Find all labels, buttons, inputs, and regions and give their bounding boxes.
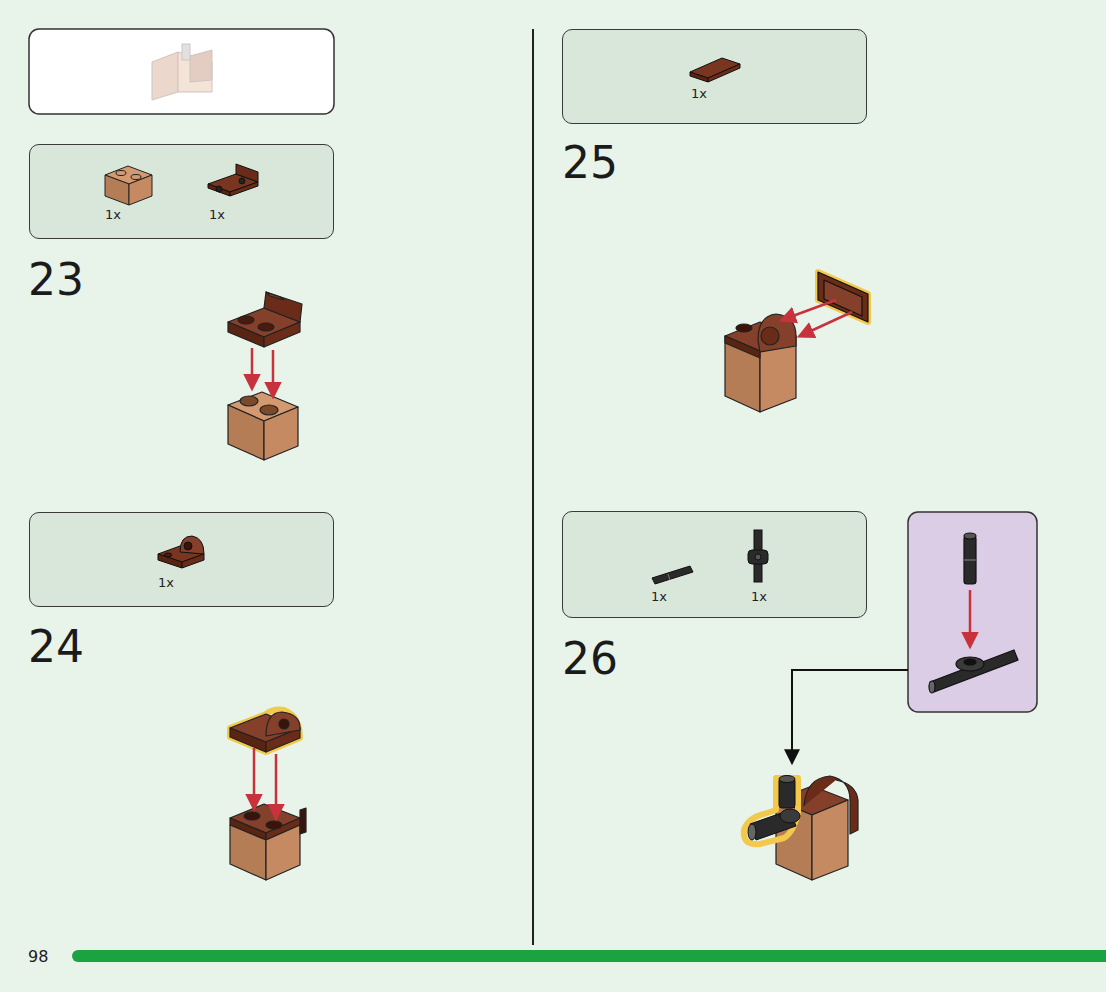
part-count: 1x: [209, 208, 225, 221]
highlight: [230, 710, 300, 753]
part-count: 1x: [691, 87, 707, 100]
part-count: 1x: [105, 208, 121, 221]
sub-pin: [964, 533, 976, 584]
model-step-25: [725, 314, 796, 412]
parts-panel-fill: [562, 511, 867, 618]
column-divider: [532, 29, 534, 945]
parts-panel-fill: [562, 29, 867, 124]
model-step-23: [228, 292, 302, 460]
parts-callout: 1x 1x: [562, 511, 867, 618]
assembly-arrow: [782, 300, 836, 320]
part-placed: [818, 272, 868, 322]
placed-connector: [744, 776, 800, 845]
part-count: 1x: [158, 576, 174, 589]
part-count: 1x: [751, 590, 767, 603]
overview-model: [152, 44, 212, 100]
step-number: 26: [562, 637, 618, 681]
sub-connector: [929, 650, 1018, 693]
assembly-arrow: [272, 350, 275, 396]
parts-callout: 1x: [562, 29, 867, 124]
callout-leader: [792, 670, 908, 762]
parts-panel-fill: [29, 144, 334, 239]
model-step-24: [230, 804, 306, 880]
assembly-arrow: [275, 754, 278, 818]
part-tile-1x2: [690, 58, 740, 82]
part-brick-1x2: [105, 166, 152, 205]
parts-panel-fill: [29, 512, 334, 607]
assembly-arrow: [969, 590, 972, 646]
assembly-arrow: [800, 312, 852, 336]
part-connector: [748, 530, 768, 582]
part-pin: [652, 566, 693, 584]
subassembly-panel: [908, 512, 1037, 712]
parts-callout: 1x: [29, 512, 334, 607]
page-number: 98: [28, 949, 48, 965]
assembly-arrow: [251, 348, 254, 388]
part-bracket-plate: [208, 164, 258, 196]
step-number: 23: [28, 258, 84, 302]
highlight: [818, 272, 868, 322]
overview-panel: [29, 29, 334, 114]
page-bar: [72, 950, 1106, 962]
assembly-arrow: [253, 748, 256, 808]
part-plate-pin-hole: [158, 536, 204, 568]
step-number: 24: [28, 625, 84, 669]
step-number: 25: [562, 141, 618, 185]
part-count: 1x: [651, 590, 667, 603]
part-placed: [230, 712, 300, 752]
parts-callout: 1x 1x: [29, 144, 334, 239]
